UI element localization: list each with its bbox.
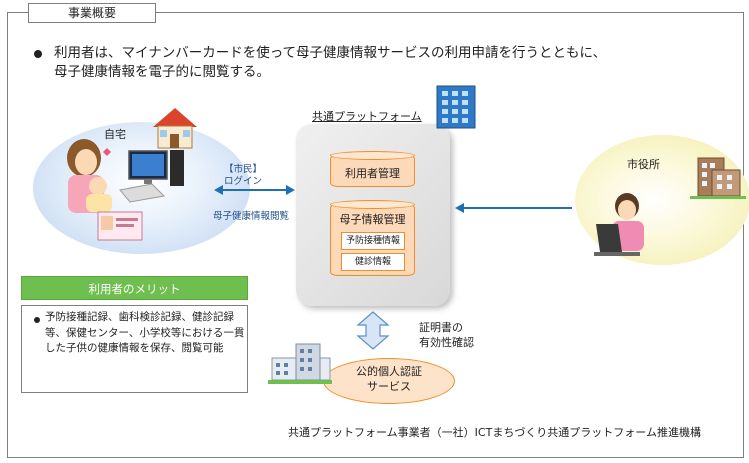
footer-operator: 共通プラットフォーム事業者（一社）ICTまちづくり共通プラットフォーム推進機構: [288, 426, 701, 439]
intro-bullet: 利用者は、マイナンバーカードを使って母子健康情報サービスの利用申請を行うとともに…: [34, 44, 724, 82]
user-management-db: 利用者管理: [330, 151, 415, 187]
parent-child-icon: [67, 139, 112, 213]
merit-text: 予防接種記録、歯科検診記録、健診記録等、保健センター、小学校等における一貫した子…: [45, 311, 245, 354]
merit-title: 利用者のメリット: [21, 276, 248, 300]
home-label: 自宅: [104, 128, 126, 141]
city-hall-building-icon: [690, 157, 746, 199]
mch-management-label: 母子情報管理: [339, 213, 406, 226]
house-icon: [153, 108, 197, 149]
city-worker-icon: [594, 193, 644, 256]
bullet-dot: [34, 50, 42, 58]
citizen-label: 【市民】: [224, 164, 263, 175]
mch-management-db: 母子情報管理 予防接種情報 健診情報: [330, 200, 415, 276]
login-label: ログイン: [224, 176, 263, 187]
auth-line-2: サービス: [367, 380, 411, 393]
merit-bullet: [34, 317, 40, 323]
section-tab: 事業概要: [28, 3, 156, 23]
user-management-label: 利用者管理: [345, 167, 400, 180]
city-label: 市役所: [627, 158, 660, 171]
checkup-info: 健診情報: [341, 253, 405, 271]
merit-box: 予防接種記録、歯科検診記録、健診記録等、保健センター、小学校等における一貫した子…: [21, 305, 248, 393]
intro-line-2: 母子健康情報を電子的に閲覧する。: [54, 64, 270, 80]
certificate-double-arrow: [356, 311, 390, 350]
city-to-platform-arrow: [455, 203, 572, 213]
vaccination-info: 予防接種情報: [341, 232, 405, 250]
computer-icon: [119, 150, 184, 203]
id-card-icon: [97, 211, 143, 241]
cert-line-2: 有効性確認: [419, 336, 474, 349]
auth-line-1: 公的個人認証: [356, 365, 422, 378]
login-double-arrow: [214, 185, 295, 195]
auth-service-text: 公的個人認証 サービス: [323, 364, 455, 394]
platform-building-icon: [436, 85, 476, 129]
auth-building-icon: [268, 343, 332, 384]
intro-line-1: 利用者は、マイナンバーカードを使って母子健康情報サービスの利用申請を行うとともに…: [54, 45, 607, 61]
platform-title: 共通プラットフォーム: [312, 110, 422, 123]
browse-label: 母子健康情報閲覧: [213, 211, 290, 222]
cert-line-1: 証明書の: [419, 321, 463, 334]
